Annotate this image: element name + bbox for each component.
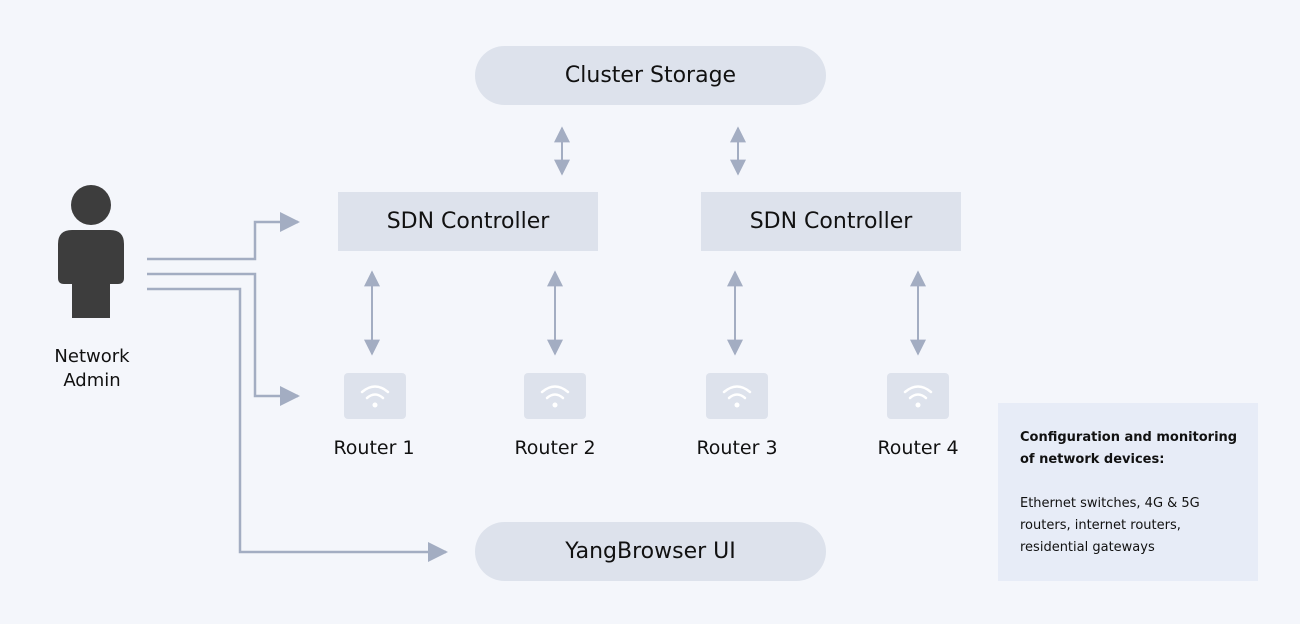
arrow-admin-routers [147,272,300,406]
cluster-storage-node: Cluster Storage [475,46,826,105]
info-body: Ethernet switches, 4G & 5G routers, inte… [1020,493,1242,559]
arrow-admin-controller [147,212,300,261]
info-body-line-1: Ethernet switches, 4G & 5G [1020,496,1200,511]
admin-label-line-2: Admin [63,370,121,391]
router-2-label: Router 2 [514,437,596,459]
info-body-line-2: routers, internet routers, [1020,518,1181,533]
admin-label-line-1: Network [54,346,130,367]
router-3-icon [706,373,768,419]
yangbrowser-ui-node: YangBrowser UI [475,522,826,581]
sdn-controller-2-node: SDN Controller [701,192,961,251]
info-box: Configuration and monitoring of network … [998,403,1258,581]
router-1-icon [344,373,406,419]
info-title: Configuration and monitoring of network … [1020,427,1242,471]
info-title-line-1: Configuration and monitoring [1020,430,1238,445]
network-admin-label: Network Admin [30,345,154,393]
router-4-label: Router 4 [877,437,959,459]
person-icon [58,185,124,318]
router-3-label: Router 3 [696,437,778,459]
info-title-line-2: of network devices: [1020,452,1165,467]
router-1-label: Router 1 [333,437,415,459]
arrow-admin-yangbrowser [147,287,448,562]
router-4-icon [887,373,949,419]
sdn-controller-1-node: SDN Controller [338,192,598,251]
info-body-line-3: residential gateways [1020,540,1155,555]
router-2-icon [524,373,586,419]
